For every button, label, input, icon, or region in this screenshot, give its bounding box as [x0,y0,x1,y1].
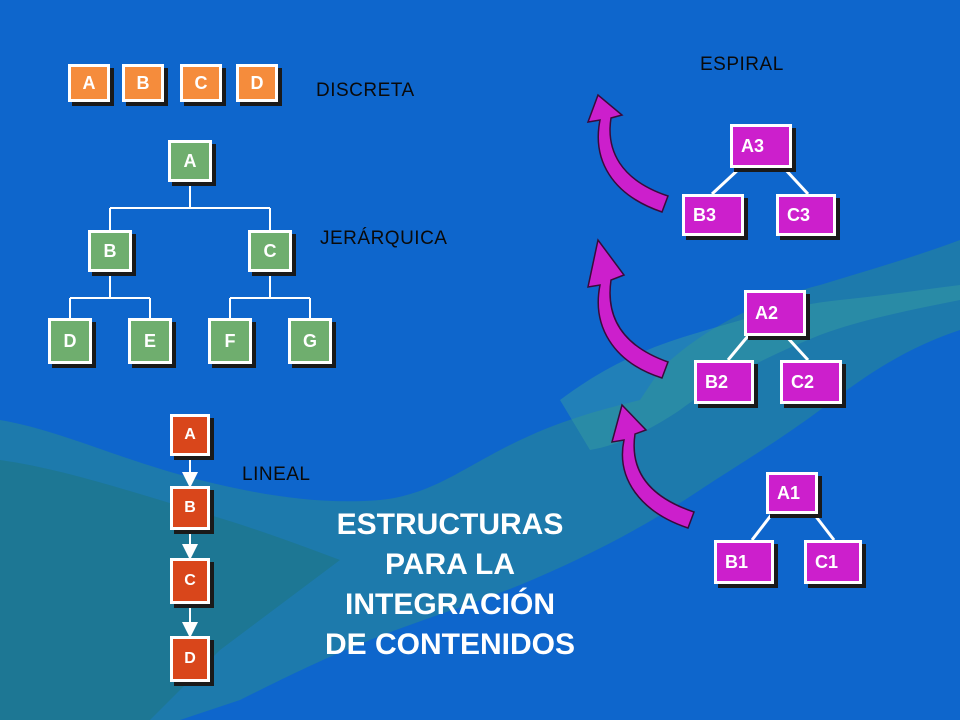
discreta-node-c: C [180,64,222,102]
slide-title: ESTRUCTURAS PARA LA INTEGRACIÓN DE CONTE… [300,505,600,665]
espiral-node-c3: C3 [776,194,836,236]
spiral-arrow-3 [610,403,695,529]
jerarquica-node-b: B [88,230,132,272]
title-line-3: INTEGRACIÓN [345,588,555,621]
lineal-node-d: D [170,636,210,682]
spiral-arrows [586,93,695,529]
lineal-node-b: B [170,486,210,530]
lineal-node-c: C [170,558,210,604]
discreta-node-b: B [122,64,164,102]
jerarquica-node-c: C [248,230,292,272]
jerarquica-node-e: E [128,318,172,364]
jerarquica-node-d: D [48,318,92,364]
jerarquica-label: JERÁRQUICA [320,228,448,249]
espiral-node-a2: A2 [744,290,806,336]
espiral-node-c2: C2 [780,360,842,404]
espiral-label: ESPIRAL [700,54,784,75]
spiral-arrow-2 [587,238,669,379]
espiral-node-b2: B2 [694,360,754,404]
espiral-node-a1: A1 [766,472,818,514]
jerarquica-node-root: A [168,140,212,182]
espiral-node-c1: C1 [804,540,862,584]
hierarchy-connectors [69,182,311,318]
title-line-2: PARA LA [385,548,515,581]
espiral-node-b3: B3 [682,194,744,236]
discreta-node-a: A [68,64,110,102]
espiral-node-a3: A3 [730,124,792,168]
discreta-node-d: D [236,64,278,102]
lineal-node-a: A [170,414,210,456]
spiral-arrow-1 [586,93,669,213]
lineal-label: LINEAL [242,464,311,485]
spiral-connectors [710,166,836,541]
title-line-1: ESTRUCTURAS [336,508,564,541]
discreta-label: DISCRETA [316,80,415,101]
espiral-node-b1: B1 [714,540,774,584]
jerarquica-node-f: F [208,318,252,364]
jerarquica-node-g: G [288,318,332,364]
title-line-4: DE CONTENIDOS [324,628,576,661]
